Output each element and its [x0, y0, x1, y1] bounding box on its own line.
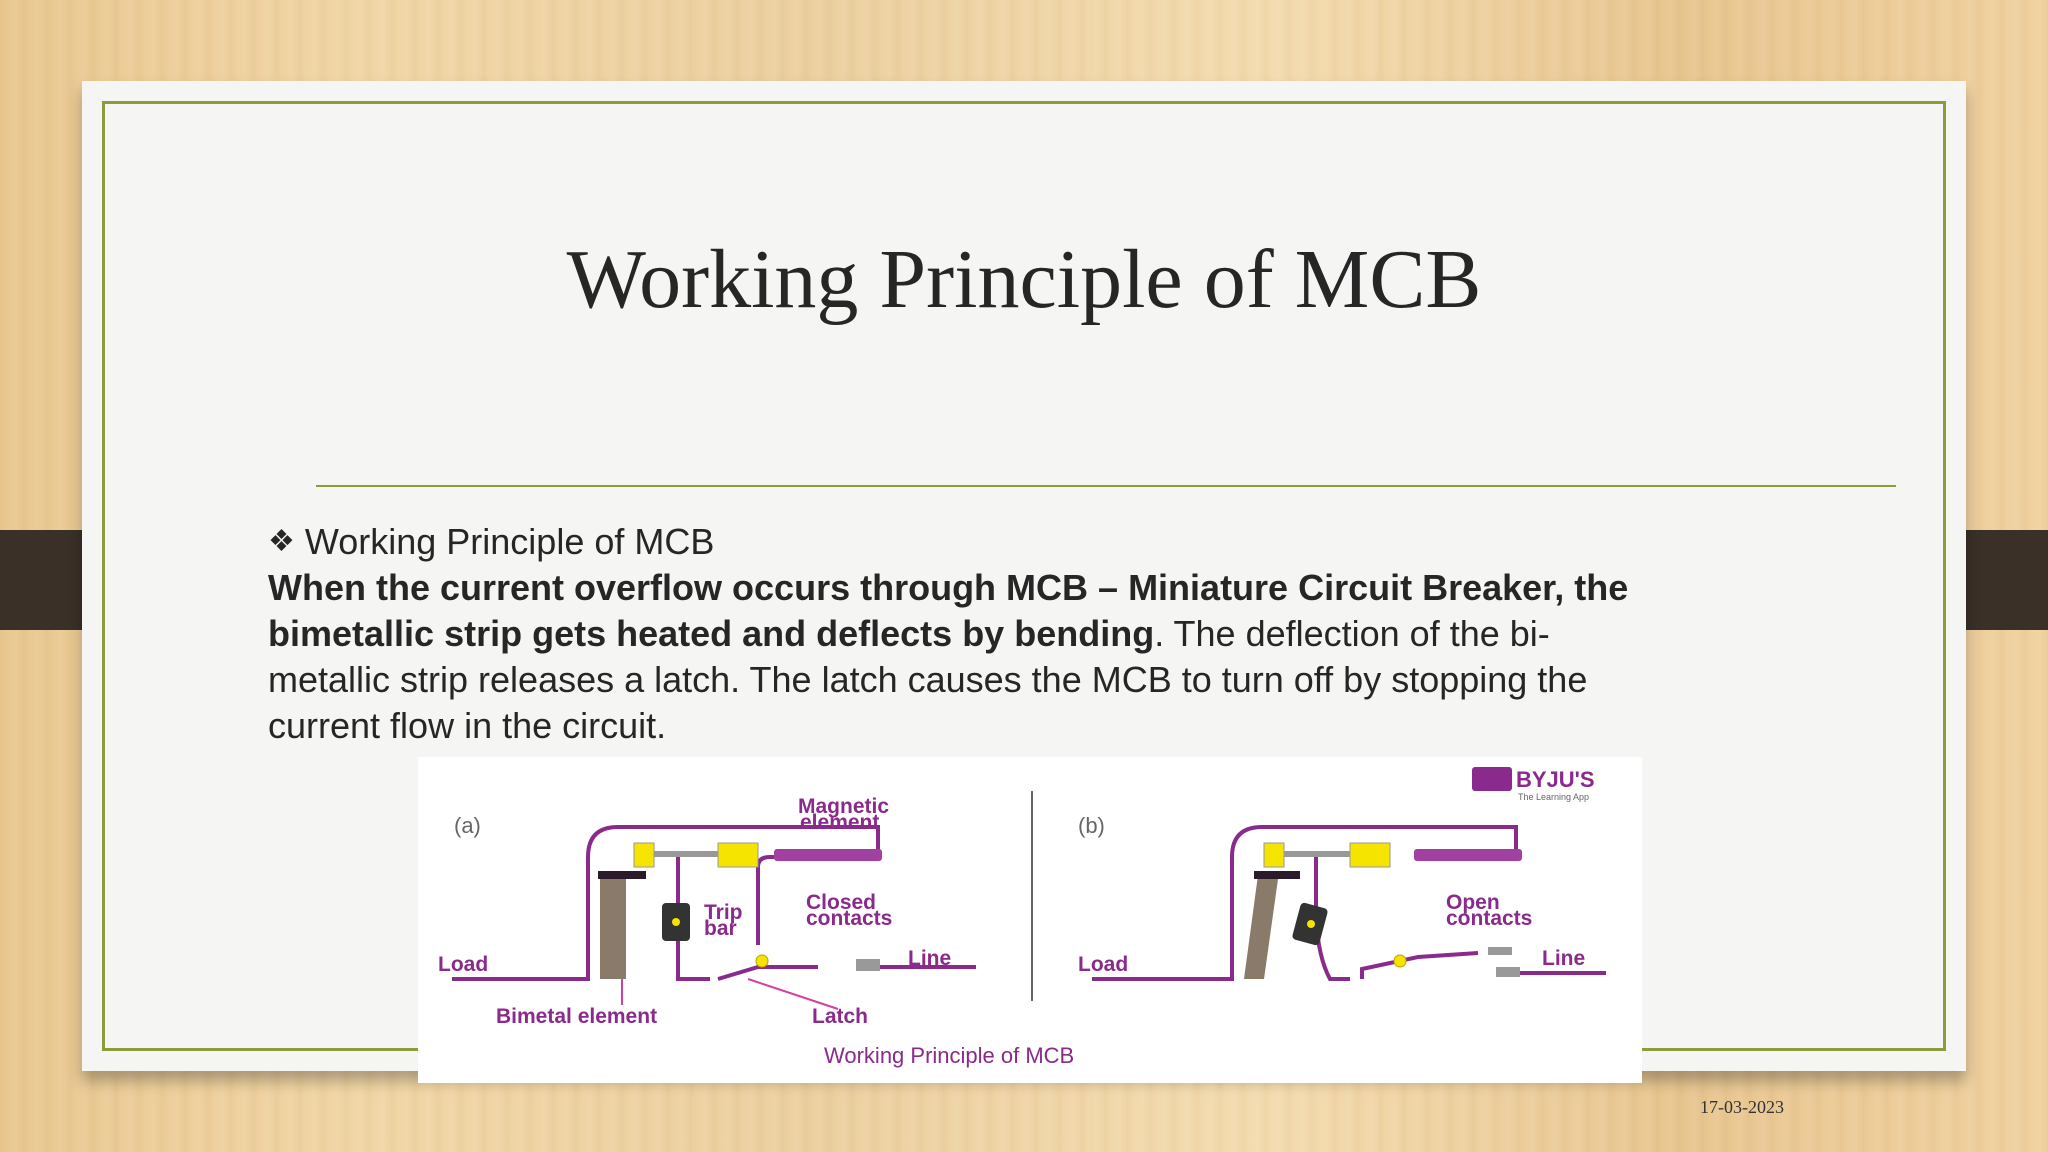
yellow-block-b2 [1349, 842, 1391, 868]
magnetic-label-2: element [800, 811, 879, 834]
bimetal-label: Bimetal element [496, 1005, 657, 1028]
panel-b-label: (b) [1078, 813, 1105, 838]
paragraph: When the current overflow occurs through… [268, 565, 1648, 749]
line-label-a: Line [908, 947, 951, 970]
latch-pivot-a [755, 954, 769, 968]
yellow-block-a1 [633, 842, 655, 868]
latch-pivot-b [1393, 954, 1407, 968]
diamond-bullet-icon: ❖ [268, 525, 295, 558]
bimetal-strip-b [1244, 875, 1278, 979]
latch-pointer [747, 978, 839, 1010]
bimetal-strip-a [600, 873, 626, 979]
bullet-item: ❖ Working Principle of MCB [268, 519, 1648, 565]
title-divider [316, 485, 1896, 487]
trip-label-1: Trip [704, 901, 743, 924]
contact-b-lower [1496, 967, 1520, 977]
mcb-diagram: BYJU'S The Learning App (a) Mag [418, 757, 1642, 1083]
panel-b-wire [1092, 825, 1518, 981]
panel-a-trip-wire [676, 857, 710, 981]
brand-tagline: The Learning App [1518, 792, 1589, 802]
bullet-text: Working Principle of MCB [304, 521, 715, 562]
slide-date: 17-03-2023 [1700, 1097, 1784, 1117]
closed-label-2: contacts [806, 907, 892, 930]
line-label-b: Line [1542, 947, 1585, 970]
panel-b-latch-arm [1360, 951, 1479, 979]
trip-pivot-a [672, 918, 680, 926]
byjus-logo-icon [1472, 767, 1512, 791]
paragraph-rest: . The deflection of the bi-metallic stri… [268, 613, 1588, 746]
paragraph-bold: When the current overflow occurs through… [268, 567, 1629, 654]
trip-pivot-b [1307, 920, 1315, 928]
panel-a-wire [452, 825, 880, 981]
closed-label-1: Closed [806, 891, 876, 914]
mcb-diagram-svg: BYJU'S The Learning App (a) Mag [438, 767, 1606, 1068]
slide-body: ❖ Working Principle of MCB When the curr… [268, 519, 1648, 749]
bimetal-cap-a [598, 871, 646, 879]
contact-a [856, 959, 880, 971]
magnetic-label-1: Magnetic [798, 795, 889, 818]
slide-title: Working Principle of MCB [566, 233, 1482, 326]
panel-a-contact-wire [756, 855, 778, 945]
load-label-b: Load [1078, 953, 1128, 976]
trip-label-2: bar [704, 917, 737, 940]
slider-rod-a [654, 851, 718, 857]
yellow-block-b1 [1263, 842, 1285, 868]
magnetic-coil-b [1414, 849, 1522, 861]
panel-a-label: (a) [454, 813, 481, 838]
open-label-1: Open [1446, 891, 1500, 914]
brand-name: BYJU'S [1516, 767, 1595, 792]
open-label-2: contacts [1446, 907, 1532, 930]
load-label-a: Load [438, 953, 488, 976]
contact-b-upper [1488, 947, 1512, 955]
panel-a-latch-arm [717, 965, 818, 981]
slider-rod-b [1284, 851, 1350, 857]
bimetal-cap-b [1254, 871, 1300, 879]
magnetic-coil-a [774, 849, 882, 861]
slide: Working Principle of MCB ❖ Working Princ… [82, 81, 1966, 1117]
yellow-block-a2 [717, 842, 759, 868]
latch-label: Latch [812, 1005, 868, 1028]
diagram-caption: Working Principle of MCB [824, 1043, 1074, 1068]
